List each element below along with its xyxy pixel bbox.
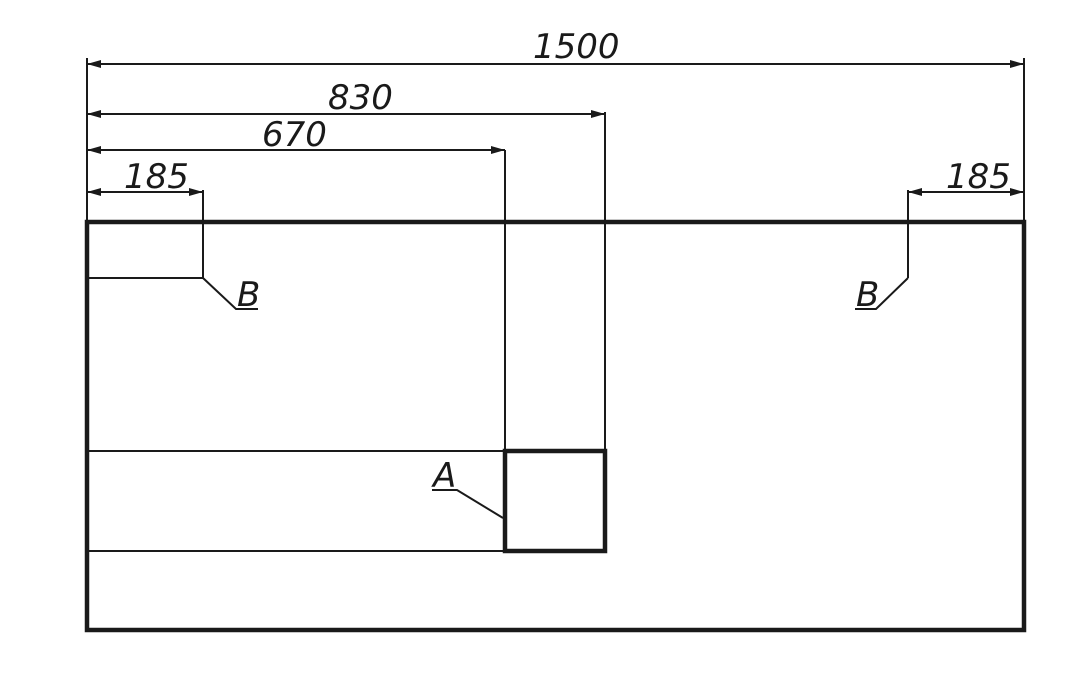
dim-arrow-1500-right bbox=[1010, 60, 1024, 68]
section-b-left-leader bbox=[202, 277, 258, 310]
dim-arrow-right-185-right bbox=[1010, 188, 1024, 196]
section-b-right-label: B bbox=[856, 275, 879, 315]
dim-label-left-185: 185 bbox=[124, 157, 189, 197]
section-a-hatch bbox=[502, 448, 608, 554]
dim-arrow-left-185-right bbox=[189, 188, 203, 196]
part-outline bbox=[84, 219, 1027, 633]
dim-arrow-right-185-left bbox=[908, 188, 922, 196]
dim-arrow-left-185-left bbox=[87, 188, 101, 196]
dim-label-right-185: 185 bbox=[946, 157, 1011, 197]
dim-arrow-670-left bbox=[87, 146, 101, 154]
dim-arrow-670-right bbox=[491, 146, 505, 154]
dim-arrow-830-left bbox=[87, 110, 101, 118]
dim-label-1500: 1500 bbox=[533, 27, 620, 67]
dim-label-830: 830 bbox=[328, 78, 393, 118]
section-a-leader bbox=[432, 489, 504, 519]
section-a-label: A bbox=[431, 456, 456, 496]
section-b-left-label: B bbox=[237, 275, 260, 315]
dim-arrow-830-right bbox=[591, 110, 605, 118]
dim-arrow-1500-left bbox=[87, 60, 101, 68]
section-b-right-leader bbox=[855, 277, 909, 310]
dim-label-670: 670 bbox=[262, 115, 327, 155]
